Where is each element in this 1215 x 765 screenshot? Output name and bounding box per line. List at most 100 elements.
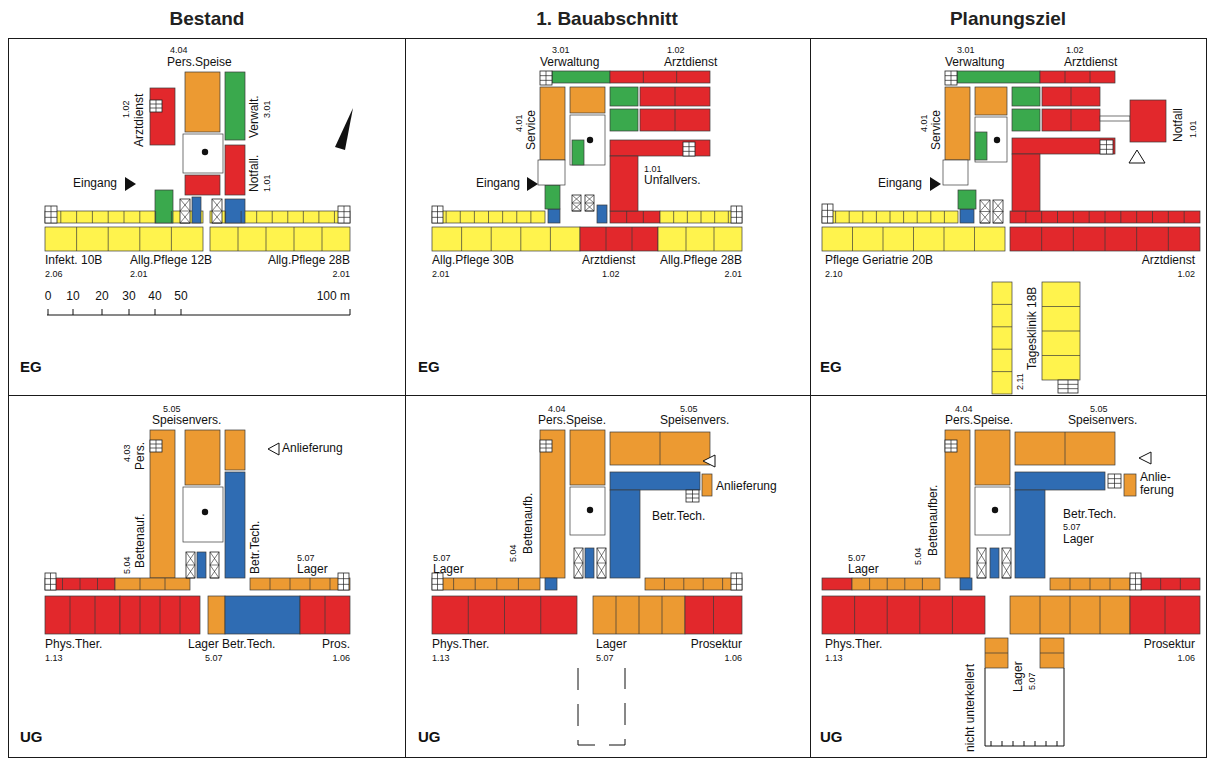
room-block <box>960 209 974 223</box>
room-block <box>960 578 972 590</box>
room-code: 5.05 <box>680 404 698 414</box>
room-wall <box>287 211 288 223</box>
room-block <box>570 430 605 485</box>
room-wall <box>460 211 461 223</box>
room-label: Allg.Pflege 30B <box>432 254 514 267</box>
room-wall <box>1041 211 1042 223</box>
room-label: Prosektur <box>691 638 742 651</box>
room-wall <box>108 211 109 223</box>
room-wall <box>913 227 914 251</box>
room-wall <box>92 211 93 223</box>
room-wall <box>1071 87 1072 106</box>
room-block <box>150 430 175 578</box>
room-label: Phys.Ther. <box>432 638 489 651</box>
room-label: Prosektur <box>1144 638 1195 651</box>
room-label: Allg.Pflege 28B <box>660 254 742 267</box>
room-block <box>538 160 565 185</box>
floor-label: UG <box>20 728 43 745</box>
room-code: 5.07 <box>433 553 451 563</box>
room-block <box>975 117 1007 162</box>
elevator-symbol <box>1002 548 1011 578</box>
scale-number: 30 <box>122 290 135 303</box>
room-wall <box>1089 211 1090 223</box>
room-block <box>1042 87 1100 106</box>
room-wall <box>944 227 945 251</box>
room-code: 5.04 <box>913 547 923 565</box>
room-label: Notfall <box>1172 108 1185 142</box>
room-block <box>610 109 638 131</box>
room-block <box>1015 490 1045 578</box>
room-wall <box>468 596 469 634</box>
room-code: 3.01 <box>552 45 570 55</box>
room-block <box>183 134 223 173</box>
stair-symbol <box>1108 474 1121 488</box>
entrance-arrow <box>125 177 136 191</box>
room-label: Bettenaufber. <box>927 485 940 556</box>
room-wall <box>1042 355 1080 356</box>
room-wall <box>703 578 704 590</box>
elevator-symbol <box>572 195 581 211</box>
room-wall <box>626 211 627 223</box>
room-block <box>208 596 225 634</box>
room-code: 1.02 <box>602 269 620 279</box>
room-block <box>432 227 580 251</box>
room-code: 4.04 <box>170 45 188 55</box>
room-wall <box>1090 578 1091 590</box>
plan-panel: 3.01Verwaltung1.02Arztdienst4.01ServiceE… <box>405 38 811 396</box>
room-wall <box>1057 211 1058 223</box>
room-label: Verwaltung <box>540 56 599 69</box>
stair-symbol <box>731 206 742 223</box>
future-outline <box>578 668 625 745</box>
room-wall <box>686 227 687 251</box>
floor-label: EG <box>820 358 842 375</box>
room-wall <box>139 227 140 251</box>
room-block <box>610 87 638 106</box>
stair-symbol <box>1100 140 1113 154</box>
courtyard-tree <box>587 137 593 143</box>
plan-panel: 3.01Verwaltung1.02ArztdienstNotfall1.014… <box>810 38 1207 396</box>
room-wall <box>225 211 226 223</box>
room-code: 5.07 <box>1027 672 1037 690</box>
room-block <box>210 227 350 251</box>
elevator-symbol <box>180 199 190 223</box>
room-wall <box>318 211 319 223</box>
room-wall <box>62 578 63 590</box>
room-block <box>958 190 976 209</box>
scale-number: 10 <box>66 290 79 303</box>
delivery-arrow <box>1139 452 1151 464</box>
stair-symbol <box>45 206 57 223</box>
room-wall <box>1041 227 1042 251</box>
room-code: 4.04 <box>548 404 566 414</box>
room-block <box>300 596 350 634</box>
room-wall <box>518 578 519 590</box>
room-wall <box>475 578 476 590</box>
room-block <box>225 430 245 470</box>
scale-number: 20 <box>95 290 108 303</box>
stair-symbol <box>150 440 162 452</box>
room-label: Pers.Speise. <box>538 414 606 427</box>
room-block <box>1050 578 1130 590</box>
room-label: Pers.Speise <box>167 56 232 69</box>
room-block <box>1124 474 1136 496</box>
room-wall <box>325 596 326 634</box>
room-block <box>640 87 710 106</box>
plan-panel: 4.04Pers.Speise1.02Arztdienst3.01Verwalt… <box>8 38 406 396</box>
room-code: 3.01 <box>957 45 975 55</box>
elevator-symbol <box>993 200 1003 223</box>
plan-panel: 5.05Speisenvers.4.03Pers.Anlieferung5.04… <box>8 395 406 758</box>
room-block <box>250 578 350 590</box>
room-wall <box>985 653 1008 654</box>
room-wall <box>952 596 953 634</box>
room-block <box>45 211 203 223</box>
elevator-symbol <box>572 195 581 211</box>
room-block <box>943 160 968 185</box>
room-code: 3.01 <box>262 100 272 118</box>
stair-symbol <box>1058 380 1078 393</box>
entrance-arrow <box>335 108 353 150</box>
room-code: 1.13 <box>45 653 63 663</box>
room-wall <box>849 211 850 223</box>
room-block <box>685 596 742 634</box>
room-label: Phys.Ther. <box>825 638 882 651</box>
room-block <box>985 638 1008 668</box>
room-wall <box>1136 227 1137 251</box>
